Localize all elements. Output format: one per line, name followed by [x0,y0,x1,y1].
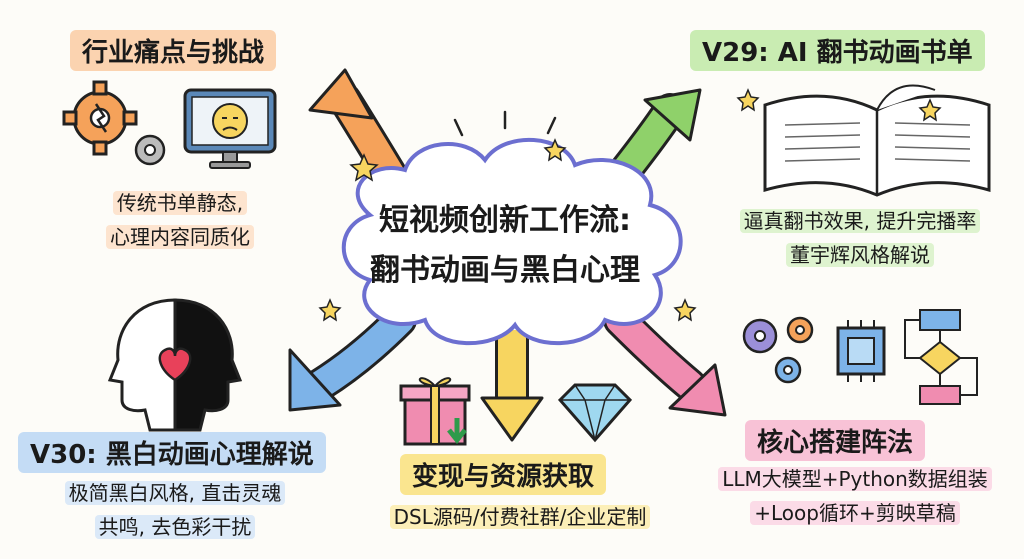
pain-points-text: 传统书单静态, 心理内容同质化 [80,186,280,254]
gears-chip-icon [742,316,886,384]
v29-line1: 逼真翻书效果, 提升完播率 [739,209,981,233]
core-method-line1: LLM大模型+Python数据组装 [718,467,992,491]
arrow-to-monetization [480,330,544,442]
core-method-title: 核心搭建阵法 [745,420,926,461]
core-method-line2: +Loop循环+剪映草稿 [750,501,960,525]
v30-text: 极简黑白风格, 直击灵魂 共鸣, 去色彩干扰 [30,476,320,544]
center-title-line2: 翻书动画与黑白心理 [370,253,640,288]
pain-points-title: 行业痛点与挑战 [70,30,277,71]
center-cloud [341,138,683,346]
arrow-to-v30 [288,303,417,412]
v29-text: 逼真翻书效果, 提升完播率 董宇辉风格解说 [715,204,1005,272]
monetization-text: DSL源码/付费社群/企业定制 [370,500,670,534]
diamond-icon [557,383,633,443]
core-method-text: LLM大模型+Python数据组装 +Loop循环+剪映草稿 [700,462,1010,530]
gift-icon [399,377,471,446]
star-decorations [318,138,697,322]
v29-line2: 董宇辉风格解说 [786,243,934,267]
v29-title: V29: AI 翻书动画书单 [690,30,985,71]
center-title-line1: 短视频创新工作流: [379,203,631,238]
open-book-icon [763,84,991,197]
arrow-to-core-method [603,303,727,417]
sparkle-lines [453,110,557,137]
head-heart-icon [107,298,243,432]
flowchart-icon [904,309,978,405]
monetization-line1: DSL源码/付费社群/企业定制 [389,505,651,529]
pain-points-line2: 心理内容同质化 [106,225,254,249]
pain-points-line1: 传统书单静态, [112,191,248,215]
monetization-title: 变现与资源获取 [400,454,607,495]
gears-icon [62,80,166,166]
center-title: 短视频创新工作流: 翻书动画与黑白心理 [340,196,670,296]
v30-line1: 极简黑白风格, 直击灵魂 [64,481,286,505]
sad-monitor-icon [183,88,277,169]
v30-title: V30: 黑白动画心理解说 [18,432,326,473]
v30-line2: 共鸣, 去色彩干扰 [94,515,256,539]
